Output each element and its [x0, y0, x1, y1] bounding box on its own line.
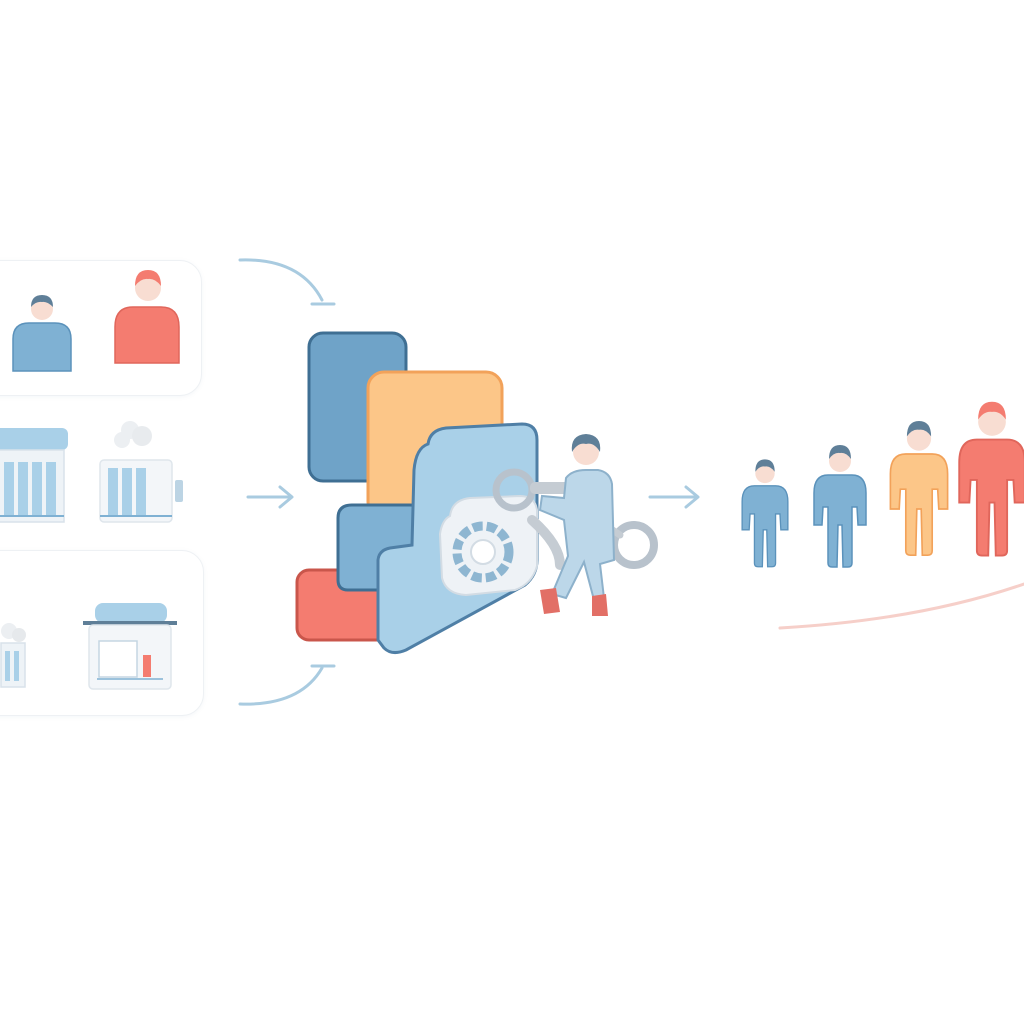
facility-smoke-icon [0, 623, 26, 688]
person-blue-icon [813, 445, 867, 568]
gear-icon [438, 494, 538, 597]
input-panel-buildings [0, 410, 200, 540]
person-orange-icon [889, 421, 949, 557]
person-small-blue-icon [741, 459, 789, 568]
arrow-top-curve [238, 258, 324, 302]
arrow-middle-icon [246, 485, 294, 509]
engineer-shoe-left [540, 588, 560, 614]
building-smoke-icon [99, 421, 183, 523]
person-red-icon [958, 401, 1024, 557]
building-blue-icon [0, 428, 68, 523]
input-panel-people [0, 260, 202, 396]
input-panel-facilities [0, 550, 204, 716]
facility-screen-icon [83, 603, 177, 690]
arrow-bottom-curve [238, 666, 324, 706]
engineer-shoe-right [592, 594, 608, 616]
person-red-icon [114, 270, 180, 364]
facilities-group [0, 603, 177, 690]
buildings-group [0, 421, 183, 523]
engineer-head [573, 439, 599, 465]
arrow-output-icon [648, 485, 700, 509]
people-group [12, 270, 180, 372]
person-blue-icon [12, 295, 72, 372]
engineer-hair [571, 434, 601, 452]
engineer-body [538, 469, 616, 602]
output-ground-curve [778, 582, 1024, 630]
